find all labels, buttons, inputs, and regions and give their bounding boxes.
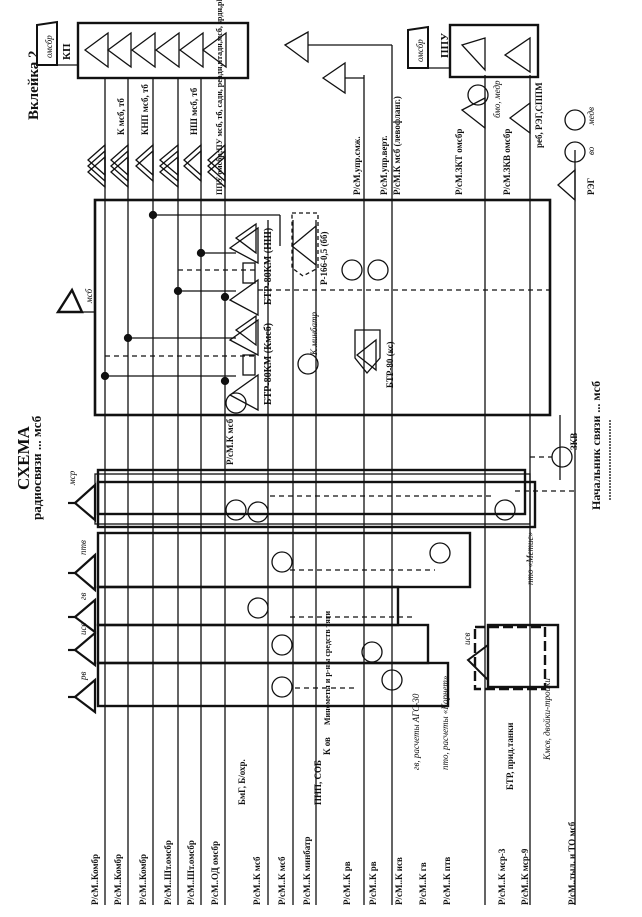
- bottom-net-label: Р/сМ..К гв: [418, 862, 428, 905]
- label-btr80-ks: БТР-80 (кс): [385, 341, 395, 388]
- label-zkv: Р/сМ.ЗКВ омсбр: [502, 129, 512, 195]
- kp-antennas: [83, 31, 227, 69]
- label-btr-kmsb: БТР-80КМ (Кмсб): [263, 323, 274, 405]
- ppu-box: [448, 23, 540, 79]
- insert-label: Вклейка 2: [26, 50, 42, 120]
- kp-net-1: КНП мсб, тб: [140, 84, 150, 135]
- bottom-net-label: Р/сМ..К рв: [342, 861, 352, 905]
- bottom-net-label: Р/сМ..Комбр: [90, 854, 100, 905]
- bottom-net-label: Р/сМ..К мсб: [252, 856, 262, 905]
- btr-nsh-block: [228, 222, 259, 317]
- label-bmo: бмо, медр: [492, 80, 502, 118]
- kp-box: [76, 21, 250, 80]
- bottom-net-label: Р/сМ..К минбатр: [302, 836, 312, 905]
- label-minomety: Минометы и р-ны средств тяги: [323, 611, 332, 725]
- r853-circle-2: [367, 259, 389, 281]
- kp-net-0: К мсб, тб: [116, 98, 126, 135]
- antenna-label-ptv: птв: [78, 540, 88, 555]
- label-vo: во: [586, 146, 596, 155]
- bottom-net-label: Р/сМ..тыл. и ТО мсб: [567, 821, 577, 905]
- label-reb: реб, РЭГ,СППМ: [534, 82, 544, 148]
- label-kmsv: Кмсв, двойки-тройки: [542, 678, 552, 761]
- btr80-ks-block: [354, 329, 381, 375]
- btr-kmsb-block: [225, 314, 259, 414]
- label-btr-nsh: БТР-80КМ (НШ): [263, 228, 274, 305]
- label-r-k-msb: Р/сМ.К мсб: [225, 418, 235, 465]
- bottom-net-label: Р/сМ..ОД омсбр: [210, 841, 220, 905]
- bottom-net-label: Р/сМ..Комбр: [138, 854, 148, 905]
- bottom-net-label: Р/сМ..Комбр: [113, 854, 123, 905]
- center-box: [93, 198, 552, 417]
- msb-flag-text: мсб: [84, 288, 94, 304]
- label-metis: пто «Метис»: [525, 532, 535, 585]
- kp-secondary-antennas: [87, 143, 226, 189]
- scheme-subtitle: радиосвязи ... мсб: [29, 415, 44, 520]
- kp-net-3: ППУ омсбр;ПУ мсб, тб, сади, реадн,птадн,…: [215, 0, 224, 195]
- antenna-label-gv: гв: [78, 592, 88, 600]
- ppu-flag-text: омсбр: [415, 39, 425, 62]
- label-k-ov: К ов: [322, 737, 332, 755]
- msv-box-back: [473, 625, 547, 691]
- antenna-label-rv: рв: [78, 672, 88, 682]
- bottom-net-label: Р/сМ..К исв: [394, 857, 404, 905]
- bottom-net-label: Р/сМ..Шт.омсбр: [186, 840, 196, 905]
- bottom-net-label: Р/сМ..Шт.омсбр: [163, 840, 173, 905]
- label-zkv-center: ЗКВ: [569, 433, 579, 450]
- label-ags30: гв, расчеты АГС-30: [411, 693, 421, 770]
- label-reg: РЭГ: [586, 177, 596, 195]
- bottom-net-label: Р/сМ..К мср-3: [497, 848, 507, 905]
- label-r166: Р-166-0,5 (бб): [319, 232, 329, 286]
- label-bmg: БмГ, Б/охр.: [237, 759, 247, 805]
- msv-box: [486, 623, 560, 689]
- signature: Начальник связи ... мсб: [589, 381, 603, 510]
- r853-circle-1: [341, 259, 363, 281]
- kp-flag-text: омсбр: [44, 35, 54, 58]
- msb-antenna-icon: [55, 287, 84, 314]
- ppu-label: ППУ: [439, 33, 451, 58]
- bottom-net-label: Р/сМ..К птв: [442, 857, 452, 905]
- label-btr-tanks: БТР, прид.танки: [505, 723, 515, 790]
- label-left-flank: Р/сМ.К мсб (левофланг.): [392, 96, 402, 195]
- bottom-net-label: Р/сМ..К мсб: [277, 856, 287, 905]
- label-kornet: пто, расчеты «Корнет»: [440, 675, 450, 770]
- kp-label: КП: [61, 43, 73, 60]
- label-medv: медв: [586, 107, 596, 126]
- unit-antennas: [68, 482, 97, 715]
- r166-box: [291, 212, 319, 277]
- antenna-label-msv: исв: [462, 633, 472, 645]
- bottom-net-label: Р/сМ..К мср-9: [520, 848, 530, 905]
- scheme-title: СХЕМА: [14, 426, 33, 490]
- label-k-minbatr: К минбатр: [309, 312, 319, 356]
- label-ctrl-higher: Р/сМ.упр.верт.: [379, 136, 389, 195]
- kp-net-2: НШ мсб, тб: [189, 87, 199, 135]
- label-ctrl-adjacent: Р/сМ.упр.смж.: [352, 136, 362, 195]
- label-zkt: Р/сМ.ЗКТ омсбр: [454, 129, 464, 195]
- unit-boxes: [94, 468, 537, 708]
- label-pnp: ПНП, СОБ: [313, 760, 323, 805]
- unit-radio-circles: [225, 446, 573, 698]
- bottom-net-label: Р/сМ..К рв: [368, 861, 378, 905]
- antenna-label-isv: исв: [78, 623, 88, 635]
- antenna-label-msr: мср: [67, 470, 77, 486]
